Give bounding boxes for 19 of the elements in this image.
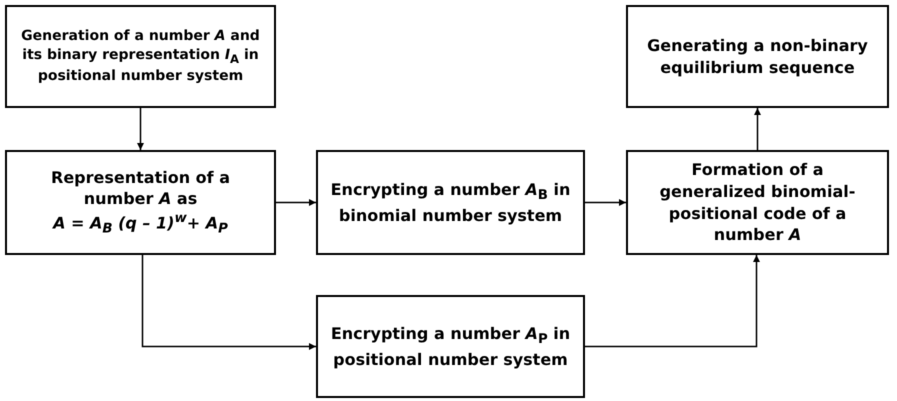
arrow	[142, 255, 316, 350]
arrow	[137, 108, 144, 150]
arrow	[585, 199, 626, 206]
process-box	[5, 5, 276, 108]
arrow	[276, 199, 316, 206]
process-box	[626, 5, 889, 108]
box-text: Formation of a generalized binomial-positional code of a number A	[658, 159, 856, 246]
arrow	[585, 255, 760, 348]
box-text: Generation of a number A and its binary representation I$_{A}$ in positional number system	[20, 26, 261, 86]
box-text: Generating a non-binary equilibrium sequence	[646, 34, 869, 78]
box-text: Encrypting a number A$_{P}$ in positional number system	[330, 322, 572, 370]
formula: A = A$_{B}$ (q – 1)$^{w}$+ A$_{P}$	[53, 210, 228, 238]
process-box	[316, 150, 585, 255]
arrow	[754, 108, 761, 150]
box-text: Encrypting a number A$_{B}$ in binomial number system	[330, 178, 572, 226]
box-text: Representation of a number A as	[50, 166, 231, 210]
process-box	[316, 295, 585, 398]
process-box	[5, 150, 276, 255]
process-box	[626, 150, 889, 255]
